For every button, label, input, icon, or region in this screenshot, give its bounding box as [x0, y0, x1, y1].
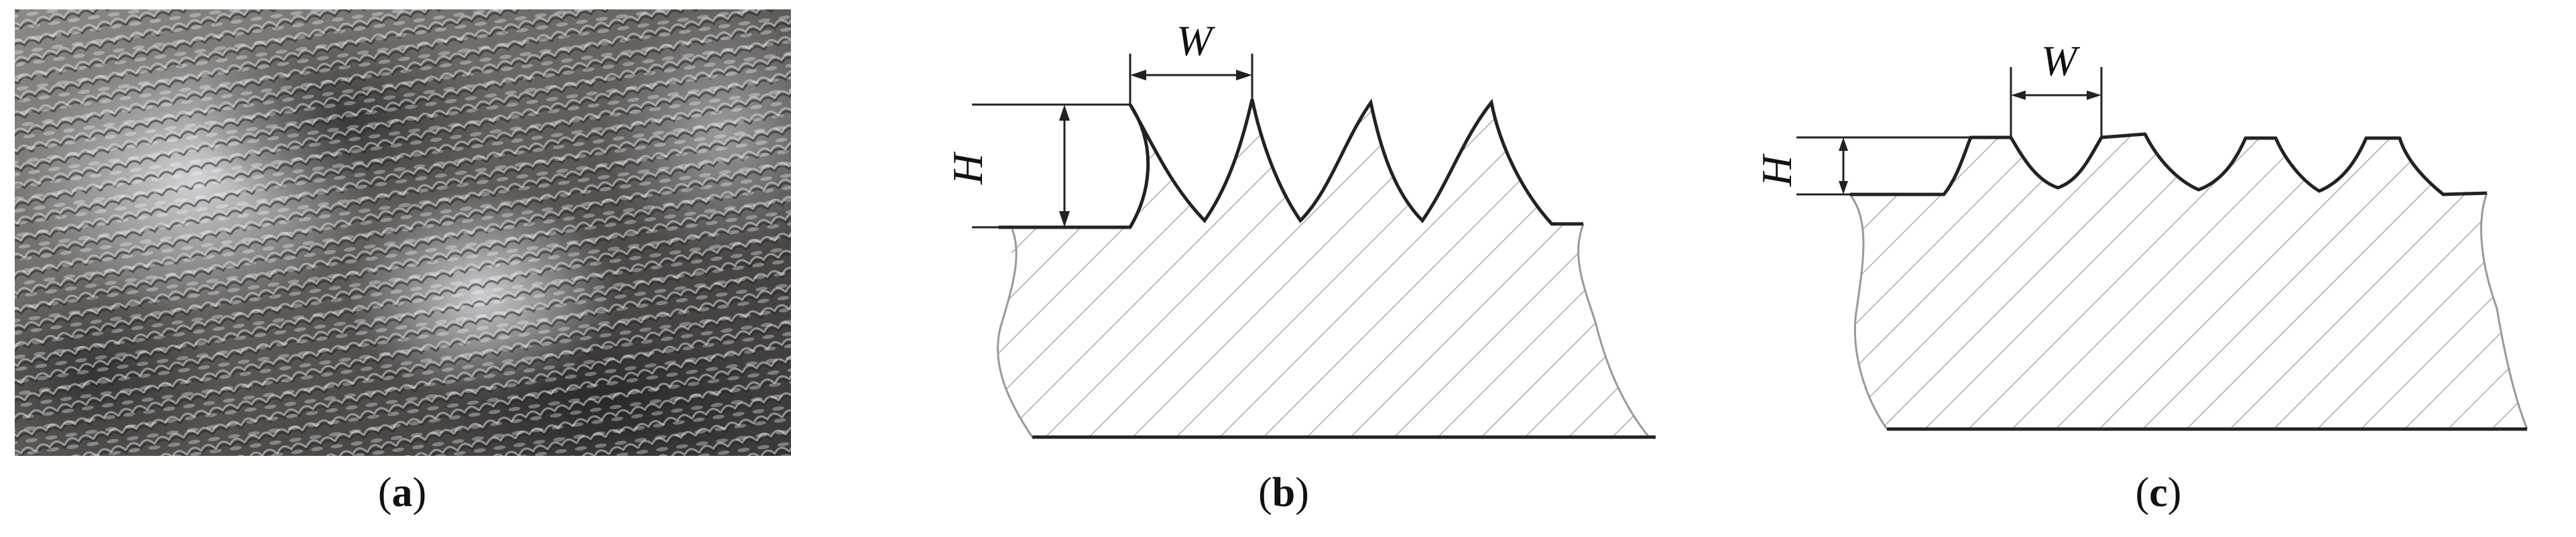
peak-profile	[999, 98, 1583, 229]
left-boundary	[997, 229, 1034, 438]
left-boundary	[1849, 194, 1888, 430]
caption-a: (a)	[377, 470, 427, 516]
profile-diagram-c: H W	[1753, 37, 2528, 431]
caption-c: (c)	[2135, 470, 2182, 516]
height-label: H	[944, 151, 991, 185]
height-label: H	[1753, 153, 1800, 187]
right-boundary	[2480, 192, 2528, 430]
hatched-material	[997, 99, 1649, 437]
caption-b: (b)	[1258, 470, 1309, 516]
width-label: W	[2041, 37, 2081, 84]
panel-c: H W (c)	[1743, 0, 2576, 537]
width-label: W	[1176, 17, 1216, 64]
flattened-peak-profile	[1850, 132, 2488, 196]
surface-photo	[15, 9, 791, 456]
profile-diagram-b: H W	[944, 17, 1656, 439]
panel-b: H W (b)	[871, 0, 1696, 537]
right-boundary	[1577, 223, 1650, 438]
hatched-material	[1850, 134, 2527, 429]
panel-a: (a)	[0, 0, 804, 537]
